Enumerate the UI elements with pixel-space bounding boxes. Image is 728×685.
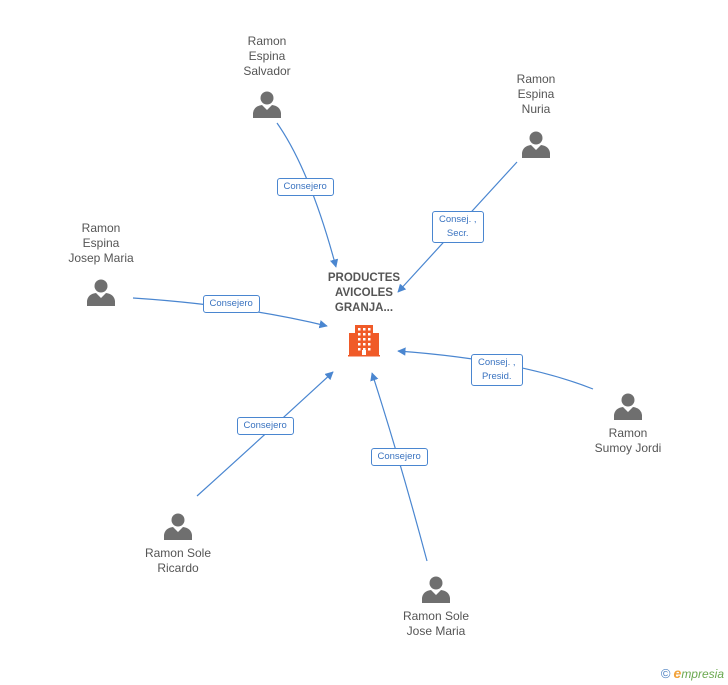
edge-label-jose-maria[interactable]: Consejero xyxy=(370,448,428,466)
footer-brand: © empresia xyxy=(661,665,724,681)
edge-label-jordi[interactable]: Consej. , Presid. xyxy=(471,354,523,386)
copyright-icon: © xyxy=(660,665,671,681)
person-label-ricardo[interactable]: Ramon Sole Ricardo xyxy=(144,546,212,575)
building-icon[interactable] xyxy=(348,325,380,357)
person-label-jordi[interactable]: Ramon Sumoy Jordi xyxy=(594,426,662,455)
person-label-jose-maria[interactable]: Ramon Sole Jose Maria xyxy=(402,609,470,638)
edge-label-josep-maria[interactable]: Consejero xyxy=(202,295,260,313)
person-icon-jordi[interactable] xyxy=(614,393,642,421)
person-icon-nuria[interactable] xyxy=(522,131,550,159)
edge-label-nuria[interactable]: Consej. , Secr. xyxy=(432,211,484,243)
edge-jose-maria xyxy=(370,372,428,562)
brand-logo: empresia xyxy=(673,665,724,681)
person-label-salvador[interactable]: Ramon Espina Salvador xyxy=(243,34,291,78)
person-label-nuria[interactable]: Ramon Espina Nuria xyxy=(516,72,556,116)
company-label[interactable]: PRODUCTES AVICOLES GRANJA... xyxy=(327,272,401,314)
person-icon-josep-maria[interactable] xyxy=(87,279,115,307)
person-icon-salvador[interactable] xyxy=(253,91,281,119)
person-icon-jose-maria[interactable] xyxy=(422,576,450,604)
edge-label-salvador[interactable]: Consejero xyxy=(276,178,334,196)
person-label-josep-maria[interactable]: Ramon Espina Josep Maria xyxy=(68,221,134,265)
edge-label-ricardo[interactable]: Consejero xyxy=(236,417,294,435)
person-icon-ricardo[interactable] xyxy=(164,513,192,541)
